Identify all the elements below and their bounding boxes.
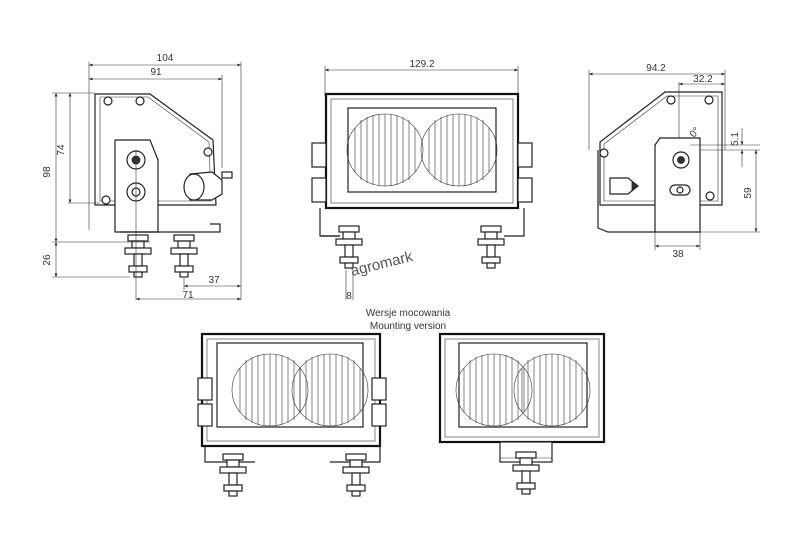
dim-height-total: 98 [42,166,53,178]
caption-polish: Wersje mocowania [366,308,451,319]
dim-offset-a: 37 [208,275,220,286]
caption-english: Mounting version [370,321,446,332]
watermark-text: agromark [349,248,415,280]
dim-width-total: 104 [157,53,174,64]
front-view: 129.2 8 [311,59,533,302]
dim-bolt: 8 [346,291,352,302]
dim-height-bracket: 26 [42,254,53,266]
dim-height-body: 74 [56,144,67,156]
mounting-version-single [438,332,606,495]
left-side-view: 104 91 98 74 26 37 71 [42,53,242,301]
dim-offset-b: 71 [182,290,194,301]
dim-width-total: 94.2 [646,63,666,74]
dim-front-width: 129.2 [409,59,434,70]
dim-height-small: 5.1 [730,132,741,146]
dim-height-mount: 59 [743,187,754,199]
dim-base-width: 38 [672,249,684,260]
mounting-version-double [197,332,387,497]
housing-side-outline [94,93,217,206]
right-side-view: 94.2 32.2 0° 5.1 59 38 [588,63,760,260]
dim-width-top: 32.2 [693,74,713,85]
dim-width-body: 91 [150,67,162,78]
